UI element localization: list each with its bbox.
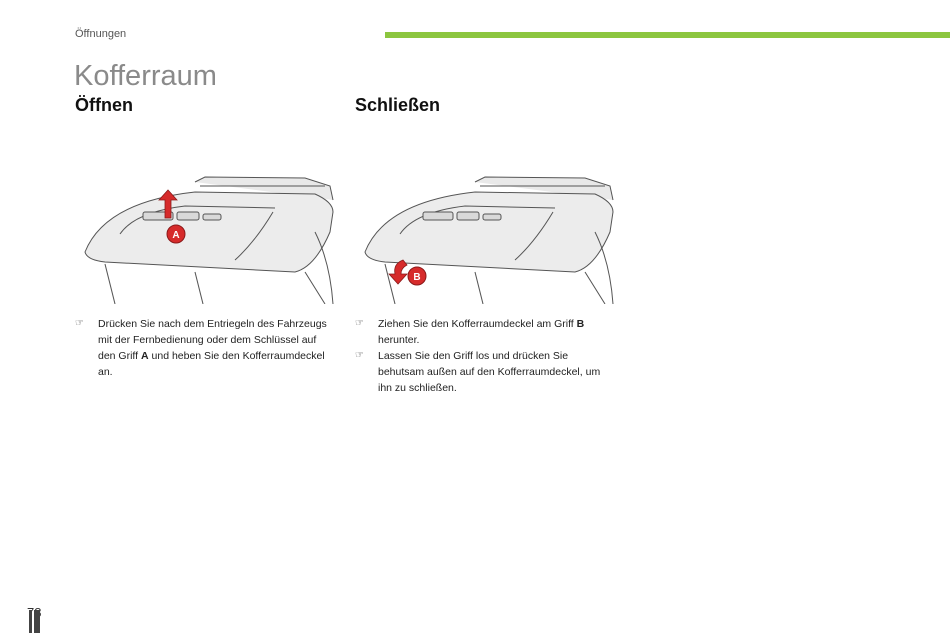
section-label: Öffnungen (75, 28, 127, 40)
heading-open: Öffnen (75, 95, 133, 115)
section-accent-bar (385, 32, 950, 38)
hand-pointer-icon: ☞ (75, 318, 84, 329)
marker-a (166, 224, 186, 244)
heading-close: Schließen (355, 95, 441, 115)
page-title: Kofferraum (74, 60, 217, 92)
marker-b-label: B (413, 272, 420, 283)
trunk-open-illustration: A (84, 176, 334, 304)
arrow-down-icon (388, 259, 408, 285)
list-item: ☞ Drücken Sie nach dem Entriegeln des Fa… (75, 318, 327, 378)
hand-pointer-icon: ☞ (355, 318, 364, 329)
marker-a-label: A (172, 230, 179, 241)
list-item: ☞ Lassen Sie den Griff los und drücken S… (355, 350, 601, 394)
instructions-close: ☞ Ziehen Sie den Kofferraumdeckel am Gri… (355, 316, 613, 396)
list-item: ☞ Ziehen Sie den Kofferraumdeckel am Gri… (355, 318, 585, 346)
instructions-open: ☞ Drücken Sie nach dem Entriegeln des Fa… (75, 316, 333, 380)
marker-b (407, 266, 427, 286)
trunk-close-illustration: B (364, 176, 614, 304)
arrow-up-icon (158, 189, 178, 219)
hand-pointer-icon: ☞ (355, 350, 364, 361)
